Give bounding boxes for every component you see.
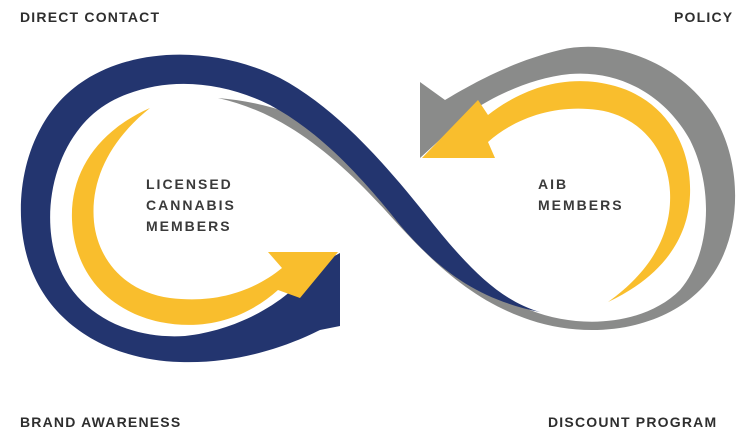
gold-right-arrow — [422, 81, 691, 302]
left-loop-label: LICENSED CANNABIS MEMBERS — [146, 174, 236, 237]
corner-label-discount-program: DISCOUNT PROGRAM — [548, 414, 718, 430]
left-loop-line-2: CANNABIS — [146, 197, 236, 213]
right-loop-line-1: AIB — [538, 176, 569, 192]
right-loop-line-2: MEMBERS — [538, 197, 624, 213]
corner-label-policy: POLICY — [674, 9, 734, 25]
left-loop-line-1: LICENSED — [146, 176, 233, 192]
corner-label-brand-awareness: BRAND AWARENESS — [20, 414, 182, 430]
right-loop-label: AIB MEMBERS — [538, 174, 624, 216]
navy-loop-band — [20, 54, 541, 363]
corner-label-direct-contact: DIRECT CONTACT — [20, 9, 161, 25]
left-loop-line-3: MEMBERS — [146, 218, 232, 234]
